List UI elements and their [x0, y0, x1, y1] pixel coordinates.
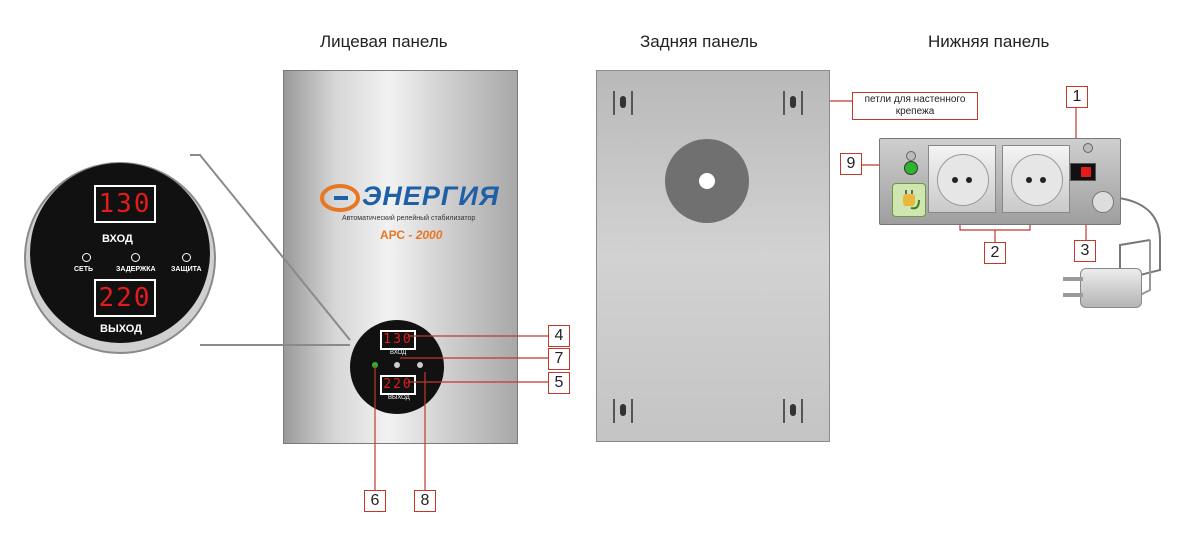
output-voltage-display: 220: [94, 279, 156, 317]
callout-4: 4: [548, 325, 570, 347]
brand-logo: ЭНЕРГИЯ: [320, 181, 500, 215]
center-hole: [699, 173, 715, 189]
input-label: ВХОД: [102, 233, 133, 245]
mount-loops-note: петли для настенного крепежа: [852, 92, 978, 120]
power-led: [904, 161, 918, 175]
callout-2: 2: [984, 242, 1006, 264]
mount-loops-text: петли для настенного крепежа: [864, 94, 966, 117]
callout-3: 3: [1074, 240, 1096, 262]
ventilation-disc: [665, 139, 749, 223]
protection-led: [182, 253, 191, 262]
plug-pin-bottom: [1063, 293, 1083, 297]
logo-mark-icon: [320, 184, 360, 212]
mount-hole-top-right: [783, 91, 803, 115]
model-number: 2000: [415, 228, 443, 242]
front-display-unit: 130 ВХОД 220 ВЫХОД: [350, 320, 444, 414]
screw-top-right: [1083, 143, 1093, 153]
output-voltage-display-small: 220: [380, 375, 416, 395]
callout-6: 6: [364, 490, 386, 512]
eco-plug-icon: [892, 183, 926, 217]
power-plug: [1063, 268, 1142, 308]
power-switch: [1070, 163, 1096, 181]
callout-8: 8: [414, 490, 436, 512]
mount-hole-bottom-left: [613, 399, 633, 423]
back-panel-title: Задняя панель: [640, 32, 758, 51]
logo-text: ЭНЕРГИЯ: [362, 181, 500, 211]
callout-9: 9: [840, 153, 862, 175]
delay-led-label: ЗАДЕРЖКА: [116, 266, 156, 273]
bottom-panel: [879, 138, 1121, 225]
mount-hole-bottom-right: [783, 399, 803, 423]
callout-1: 1: [1066, 86, 1088, 108]
front-panel-title: Лицевая панель: [320, 32, 448, 51]
input-label-small: ВХОД: [390, 350, 407, 356]
mount-hole-top-left: [613, 91, 633, 115]
screw-top-left: [906, 151, 916, 161]
switch-rocker: [1081, 167, 1091, 177]
front-panel: ЭНЕРГИЯ Автоматический релейный стабилиз…: [283, 70, 518, 444]
cable-gland: [1092, 191, 1114, 213]
network-led-label: СЕТЬ: [74, 266, 94, 273]
input-voltage-display: 130: [94, 185, 156, 223]
network-led: [82, 253, 91, 262]
model-name: АРС - 2000: [380, 228, 442, 242]
output-label: ВЫХОД: [100, 323, 143, 335]
output-label-small: ВЫХОД: [388, 395, 410, 401]
delay-led-small: [394, 362, 400, 368]
protection-led-label: ЗАЩИТА: [171, 266, 202, 273]
callout-7: 7: [548, 348, 570, 370]
protection-led-small: [417, 362, 423, 368]
bottom-panel-title: Нижняя панель: [928, 32, 1050, 51]
input-voltage-display-small: 130: [380, 330, 416, 350]
plug-pin-top: [1063, 277, 1083, 281]
callout-5: 5: [548, 372, 570, 394]
delay-led: [131, 253, 140, 262]
zoomed-display-unit: 130 ВХОД СЕТЬ ЗАДЕРЖКА ЗАЩИТА 220 ВЫХОД: [30, 163, 210, 343]
outlet-1: [928, 145, 996, 213]
back-panel: [596, 70, 830, 442]
model-prefix: АРС -: [380, 228, 416, 242]
product-subtitle: Автоматический релейный стабилизатор: [342, 215, 476, 222]
outlet-2: [1002, 145, 1070, 213]
